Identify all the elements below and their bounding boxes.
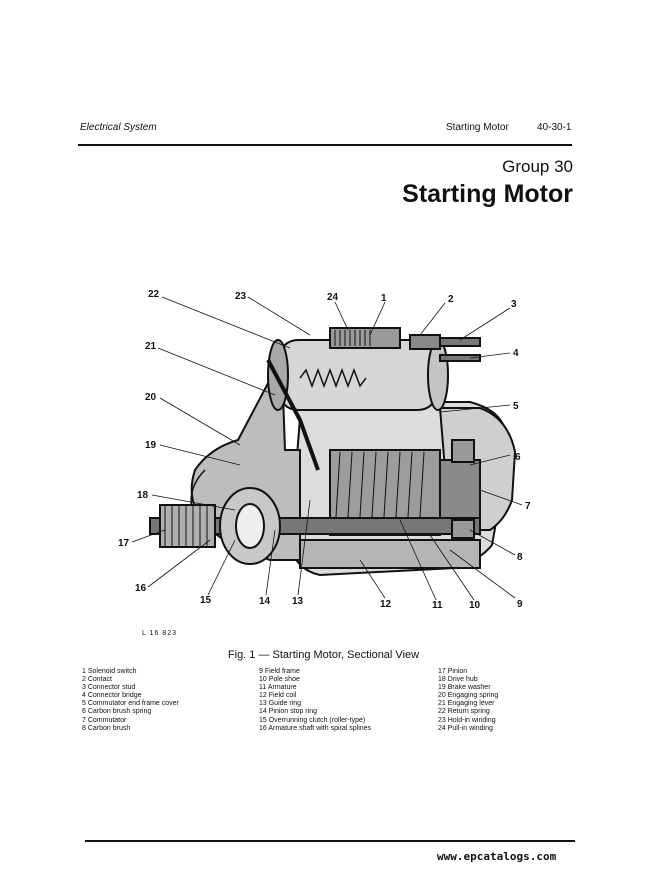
- figure-caption: Fig. 1 — Starting Motor, Sectional View: [227, 649, 420, 661]
- legend-item: 6 Carbon brush spring: [82, 708, 152, 716]
- legend-item: 18 Drive hub: [438, 676, 478, 684]
- group-label: Group 30: [502, 157, 573, 176]
- callout-19: 19: [145, 440, 157, 451]
- watermark: www.epcatalogs.com: [437, 850, 557, 863]
- legend-column-3: 17 Pinion 18 Drive hub 19 Brake washer 2…: [438, 668, 498, 733]
- legend-item: 11 Armature: [259, 684, 297, 692]
- callout-7: 7: [525, 501, 531, 512]
- legend-item: 13 Guide ring: [259, 700, 302, 708]
- callout-15: 15: [200, 595, 212, 606]
- callout-16: 16: [135, 583, 147, 594]
- callout-21: 21: [145, 341, 157, 352]
- callout-10: 10: [469, 600, 481, 611]
- callout-20: 20: [145, 392, 157, 403]
- page-title: Starting Motor: [402, 180, 573, 208]
- callout-18: 18: [137, 490, 149, 501]
- callout-17: 17: [118, 538, 130, 549]
- legend-item: 1 Solenoid switch: [82, 668, 137, 675]
- callout-24: 24: [327, 292, 339, 303]
- legend-item: 4 Connector bridge: [82, 692, 142, 700]
- legend-item: 24 Pull-in winding: [438, 724, 493, 732]
- callout-23: 23: [235, 291, 247, 302]
- legend-item: 10 Pole shoe: [259, 676, 300, 684]
- callout-11: 11: [432, 600, 443, 611]
- callout-9: 9: [517, 599, 523, 610]
- callout-1: 1: [381, 293, 387, 304]
- legend-item: 23 Hold-in winding: [438, 716, 496, 724]
- legend-item: 16 Armature shaft with spiral splines: [259, 724, 372, 732]
- legend-item: 9 Field frame: [259, 668, 300, 675]
- legend-item: 7 Commutator: [82, 716, 127, 724]
- header-section: Electrical System: [80, 122, 157, 133]
- callout-12: 12: [380, 599, 392, 610]
- legend-item: 15 Overrunning clutch (roller-type): [259, 716, 366, 724]
- callout-2: 2: [448, 294, 454, 305]
- page-number: 40-30-1: [537, 122, 572, 133]
- callout-22: 22: [148, 289, 160, 300]
- callout-6: 6: [515, 452, 521, 463]
- legend-item: 12 Field coil: [259, 692, 297, 700]
- legend-item: 22 Return spring: [438, 708, 490, 716]
- legend-column-2: 9 Field frame 10 Pole shoe 11 Armature 1…: [259, 668, 371, 733]
- legend-column-1: 1 Solenoid switch 2 Contact 3 Connector …: [82, 668, 179, 733]
- legend-item: 17 Pinion: [438, 668, 468, 675]
- legend-item: 21 Engaging lever: [438, 700, 495, 708]
- legend-item: 3 Connector stud: [82, 684, 136, 692]
- callout-14: 14: [259, 596, 271, 607]
- callout-5: 5: [513, 401, 519, 412]
- legend-item: 14 Pinion stop ring: [259, 708, 317, 716]
- legend-item: 8 Carbon brush: [82, 724, 131, 732]
- legend-item: 19 Brake washer: [438, 684, 491, 692]
- legend-item: 2 Contact: [82, 676, 112, 684]
- callout-8: 8: [517, 552, 523, 563]
- callout-4: 4: [513, 348, 519, 359]
- footer-rule: [85, 840, 575, 842]
- figure-id: L 16 823: [142, 630, 177, 637]
- callout-3: 3: [511, 299, 517, 310]
- legend-item: 5 Commutator end frame cover: [82, 700, 179, 708]
- header-topic: Starting Motor: [446, 122, 509, 133]
- callout-13: 13: [292, 596, 304, 607]
- header-rule: [78, 144, 572, 146]
- legend-item: 20 Engaging spring: [438, 692, 499, 700]
